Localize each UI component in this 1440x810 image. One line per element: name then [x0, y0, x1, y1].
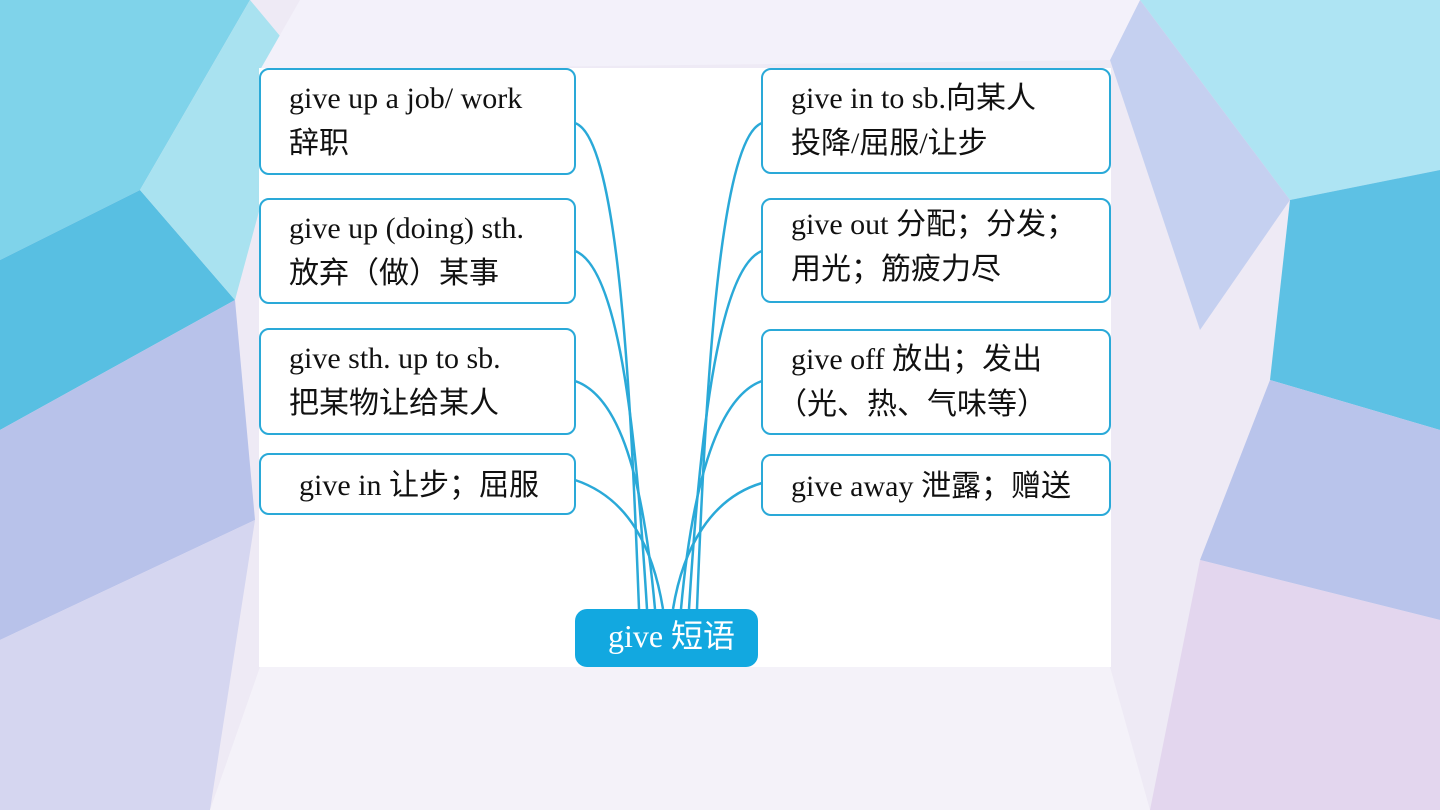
left-node-4: give in 让步；屈服	[259, 453, 576, 515]
connector-left-4	[574, 478, 665, 610]
left-node-3: give sth. up to sb. 把某物让给某人	[259, 328, 576, 435]
left-node-1-line1: give up a job/ work	[289, 82, 523, 115]
connector-left-1	[574, 121, 641, 610]
left-node-1: give up a job/ work 辞职	[259, 68, 576, 175]
left-node-2-line2: 放弃（做）某事	[289, 257, 499, 290]
right-node-4: give away 泄露；赠送	[761, 454, 1111, 516]
connector-right-4	[671, 481, 763, 610]
right-node-1: give in to sb.向某人 投降/屈服/让步	[761, 68, 1111, 174]
left-node-3-line1: give sth. up to sb.	[289, 342, 501, 375]
right-node-3-line2: （光、热、气味等）	[777, 388, 1047, 421]
center-node: give 短语	[575, 609, 758, 667]
mind-map-panel: give up a job/ work 辞职 give up (doing) s…	[259, 68, 1111, 667]
connector-left-3	[574, 379, 657, 610]
connector-right-1	[695, 121, 763, 610]
right-node-3-line1: give off 放出；发出	[791, 343, 1043, 376]
right-node-1-line2: 投降/屈服/让步	[791, 127, 988, 160]
connector-lines	[574, 121, 763, 610]
connector-left-2	[574, 249, 649, 610]
left-node-1-line2: 辞职	[289, 127, 349, 160]
right-node-4-line1: give away 泄露；赠送	[791, 470, 1071, 503]
right-node-2-line1: give out 分配；分发；	[791, 208, 1076, 241]
left-node-2-line1: give up (doing) sth.	[289, 212, 524, 245]
right-node-2-line2: 用光；筋疲力尽	[791, 253, 1001, 286]
right-node-2: give out 分配；分发； 用光；筋疲力尽	[761, 198, 1111, 303]
left-node-2: give up (doing) sth. 放弃（做）某事	[259, 198, 576, 304]
connector-right-3	[679, 379, 763, 610]
right-node-1-line1: give in to sb.向某人	[791, 82, 1036, 115]
right-node-3: give off 放出；发出 （光、热、气味等）	[761, 329, 1111, 435]
left-node-4-line1: give in 让步；屈服	[299, 469, 539, 502]
left-node-3-line2: 把某物让给某人	[289, 387, 499, 420]
